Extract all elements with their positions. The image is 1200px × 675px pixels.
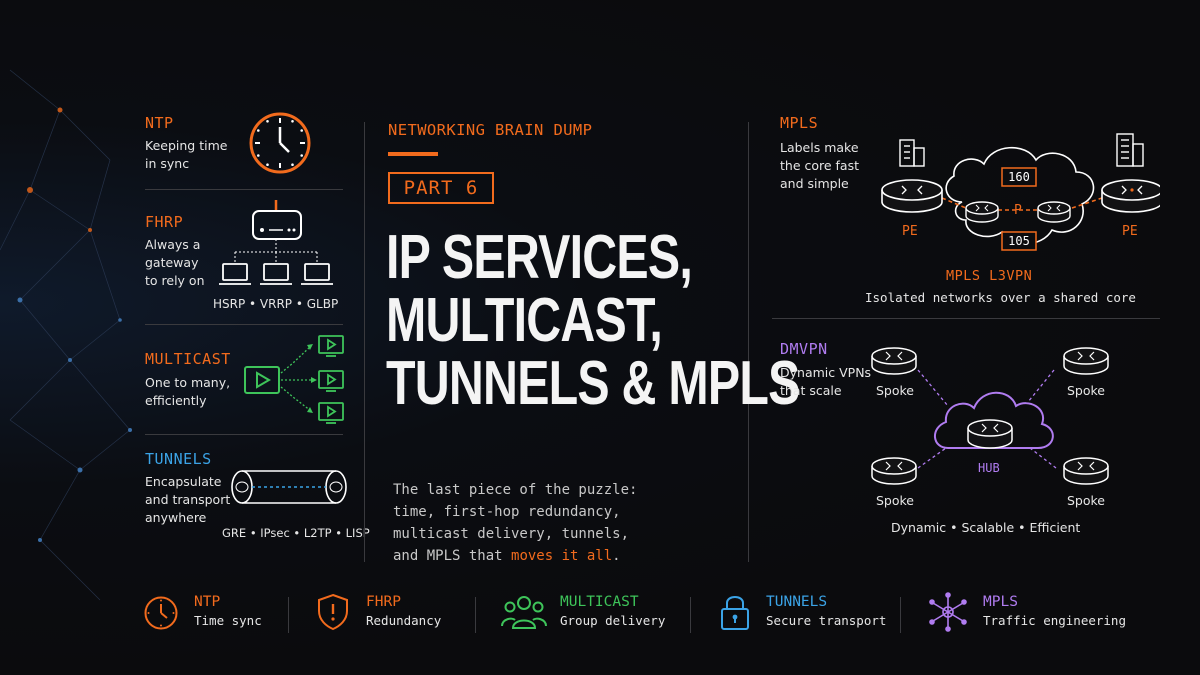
headline-line-2: MULTICAST,: [386, 286, 663, 355]
building-icon: [899, 133, 1144, 167]
headline: IP SERVICES, MULTICAST, TUNNELS & MPLS: [386, 226, 916, 415]
mpls-network-diagram: [881, 133, 1160, 251]
hub-nodes-icon: [929, 592, 967, 632]
p-router-label: P: [1014, 203, 1022, 218]
headline-line-1: IP SERVICES,: [386, 223, 693, 292]
pe-right-label: PE: [1122, 224, 1138, 239]
mpls-label-top: 160: [1008, 170, 1030, 184]
spoke-bottom-left-label: Spoke: [876, 493, 915, 508]
mpls-label-bottom: 105: [1008, 234, 1030, 248]
tunnels-protocols: GRE • IPsec • L2TP • LISP: [222, 526, 370, 540]
play-screens-icon: [244, 335, 344, 424]
group-icon: [501, 596, 547, 629]
mpls-caption-title: MPLS L3VPN: [946, 268, 1033, 284]
lock-icon: [721, 596, 749, 630]
mpls-caption-subtitle: Isolated networks over a shared core: [865, 290, 1136, 305]
bottom-item-multicast: MULTICAST Group delivery: [560, 594, 666, 628]
dmvpn-hub-spoke-diagram: [871, 347, 1109, 485]
spoke-bottom-right-label: Spoke: [1067, 493, 1106, 508]
shield-icon: [318, 593, 348, 631]
pe-left-label: PE: [902, 224, 918, 239]
clock-icon: [144, 596, 178, 630]
spoke-top-left-label: Spoke: [876, 383, 915, 398]
headline-line-3: TUNNELS & MPLS: [386, 349, 800, 418]
part-badge: PART 6: [388, 172, 494, 204]
multicast-title: MULTICAST: [145, 350, 231, 368]
bottom-item-mpls: MPLS Traffic engineering: [983, 594, 1126, 628]
bottom-item-tunnels: TUNNELS Secure transport: [766, 594, 887, 628]
clock-icon: [249, 112, 311, 174]
eyebrow-underline: [388, 152, 438, 156]
spoke-top-right-label: Spoke: [1067, 383, 1106, 398]
dmvpn-tagline: Dynamic • Scalable • Efficient: [891, 520, 1081, 535]
dmvpn-title: DMVPN: [780, 340, 828, 358]
pe-left-router: [881, 179, 943, 213]
mpls-title: MPLS: [780, 114, 819, 132]
network-mesh-background: [0, 69, 132, 601]
tunnels-title: TUNNELS: [145, 450, 212, 468]
bottom-item-ntp: NTP Time sync: [194, 594, 262, 628]
intro-paragraph: The last piece of the puzzle: time, firs…: [393, 482, 638, 564]
eyebrow: NETWORKING BRAIN DUMP: [388, 121, 593, 139]
fhrp-protocols: HSRP • VRRP • GLBP: [213, 297, 339, 311]
hub-label: HUB: [978, 461, 1000, 475]
router-laptops-icon: [219, 200, 333, 285]
bottom-item-fhrp: FHRP Redundancy: [366, 594, 442, 628]
ntp-title: NTP: [145, 114, 174, 132]
tunnel-pipe-icon: [231, 470, 347, 504]
multicast-description: One to many,efficiently: [145, 375, 231, 408]
fhrp-title: FHRP: [145, 213, 184, 231]
